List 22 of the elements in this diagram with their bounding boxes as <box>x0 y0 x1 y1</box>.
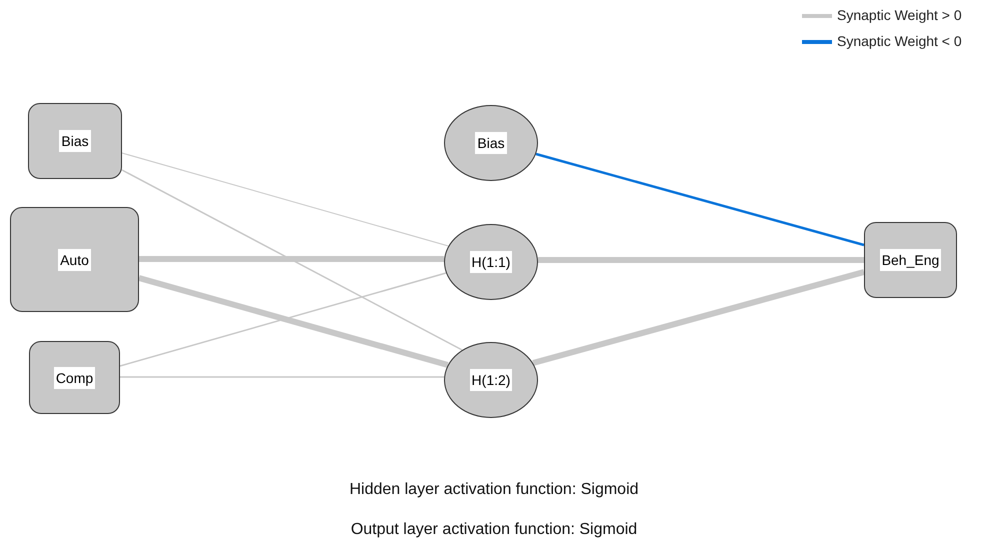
node-label: H(1:2) <box>470 369 512 391</box>
connection-line <box>139 256 444 262</box>
node-box <box>864 222 957 298</box>
node-box <box>10 207 139 312</box>
node-label: Bias <box>475 132 507 154</box>
legend-label: Synaptic Weight > 0 <box>837 7 962 23</box>
connection-line <box>122 152 449 246</box>
legend-label: Synaptic Weight < 0 <box>837 33 962 49</box>
connection-line <box>538 257 864 263</box>
connection-line <box>536 152 864 246</box>
connection-line <box>122 169 462 351</box>
node-label: Comp <box>54 366 96 388</box>
node-box <box>29 341 120 414</box>
node-label: Bias <box>59 130 91 152</box>
node-label: H(1:1) <box>470 251 512 273</box>
connection-line <box>532 269 865 366</box>
connection-line <box>120 376 444 378</box>
node-label: Beh_Eng <box>880 249 942 271</box>
caption-text: Hidden layer activation function: Sigmoid <box>349 481 639 499</box>
node-label: Auto <box>58 248 91 270</box>
caption-text: Output layer activation function: Sigmoid <box>350 521 638 539</box>
node-box <box>28 103 122 179</box>
